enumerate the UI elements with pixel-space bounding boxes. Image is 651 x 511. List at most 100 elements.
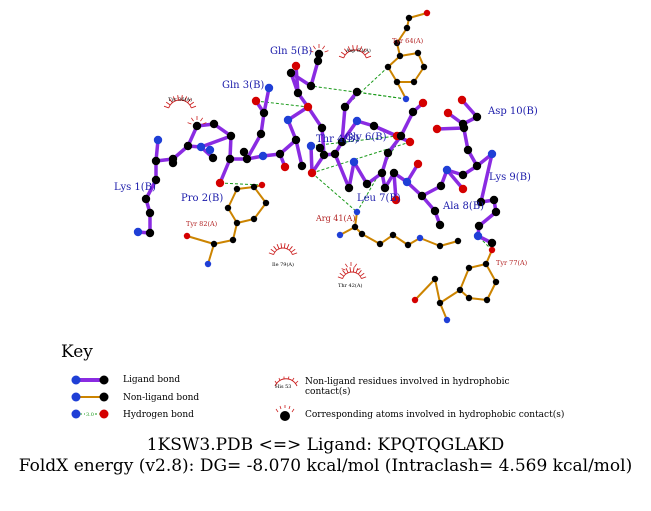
nonligand-atom-r7 [416, 234, 424, 242]
residue-label-thr42: Thr 42(A) [338, 282, 362, 289]
nonligand-bond-39 [486, 281, 497, 301]
hydrogen-bond-3 [255, 100, 309, 108]
ligand-atom-a18 [242, 154, 252, 164]
nonligand-atom-u10 [465, 294, 473, 302]
ligand-atom-a71 [459, 123, 469, 133]
ligand-atom-a63 [472, 161, 482, 171]
ligand-bond-36 [306, 106, 324, 129]
residue-label-lys9: Lys 9(B) [489, 172, 531, 183]
nonligand-atom-t5 [233, 219, 241, 227]
hydrophobic-fan-gln5 [309, 44, 329, 53]
key-hbond-length: 3.0 [86, 412, 94, 418]
ligand-atom-a50 [362, 179, 372, 189]
key-hydrogen-bond-symbol: 3.0 [71, 409, 109, 419]
nonligand-atom-u2 [411, 296, 419, 304]
nonligand-bond-33 [434, 278, 441, 304]
ligand-atom-a5 [151, 175, 161, 185]
ligand-atom-a12 [192, 121, 202, 131]
ligand-atom-a8 [153, 135, 163, 145]
nonligand-bond-11 [396, 81, 407, 100]
ligand-bond-37 [320, 127, 326, 156]
hydrophobic-fan-pro2 [187, 116, 207, 125]
ligand-atom-a43 [369, 121, 379, 131]
ligand-atom-a55 [389, 168, 399, 178]
nonligand-bond-13 [207, 243, 215, 265]
ligand-atom-a26 [291, 135, 301, 145]
nonligand-atom-t10 [224, 204, 232, 212]
nonligand-bond-14 [213, 239, 234, 245]
caption-line-1: 1KSW3.PDB <=> Ligand: KPQTQGLAKD [146, 435, 505, 455]
ligand-bond-14 [200, 134, 232, 149]
nonligand-atom-y7 [393, 78, 401, 86]
nonligand-atom-t6 [250, 215, 258, 223]
nonligand-atom-u6 [465, 264, 473, 272]
residue-label-leu7: Leu 7(B) [357, 193, 401, 204]
ligand-atom-a57 [413, 159, 423, 169]
ligand-atom-a23 [258, 151, 268, 161]
ligand-atom-a22 [264, 83, 274, 93]
nonligand-atom-y2 [423, 9, 431, 17]
nonligand-atom-t8 [250, 183, 258, 191]
ligand-bond-19 [245, 133, 263, 160]
residue-label-pro2: Pro 2(B) [181, 193, 223, 204]
nonligand-atom-y4 [393, 39, 401, 47]
nonligand-atom-y10 [414, 49, 422, 57]
ligand-atom-a49 [349, 157, 359, 167]
ligand-atom-a52 [383, 148, 393, 158]
ligand-atom-a37 [319, 150, 329, 160]
ligand-bond-80 [392, 172, 398, 201]
ligand-atom-a24 [275, 149, 285, 159]
ligand-atom-a6 [151, 156, 161, 166]
nonligand-atom-t3 [210, 240, 218, 248]
ligand-bond-78 [399, 111, 415, 137]
ligand-atom-a82 [435, 220, 445, 230]
ligand-atom-a60 [442, 165, 452, 175]
ligand-atom-a72 [476, 197, 486, 207]
nonligand-atom-u5 [456, 286, 464, 294]
nonligand-atom-u9 [483, 296, 491, 304]
ligand-atom-a9 [183, 141, 193, 151]
hydrophobic-arc-thr42 [337, 267, 367, 280]
nonligand-bond-36 [459, 267, 470, 291]
ligand-atom-a75 [474, 221, 484, 231]
ligand-atom-a56 [402, 177, 412, 187]
ligand-atom-a81 [430, 206, 440, 216]
ligand-bond-40 [340, 106, 347, 143]
ligand-atom-a20 [259, 108, 269, 118]
nonligand-atom-u8 [492, 278, 500, 286]
ligand-atom-a10 [168, 158, 178, 168]
nonligand-atom-r1 [351, 223, 359, 231]
nonligand-bond-17 [253, 202, 267, 220]
ligand-atom-a68 [432, 124, 442, 134]
ligand-atom-a67 [443, 108, 453, 118]
ligand-atom-a64 [487, 149, 497, 159]
ligand-atom-a59 [436, 181, 446, 191]
hydrophobic-fan-arg41 [341, 262, 361, 271]
residue-label-tyr82: Tyr 82(A) [186, 220, 218, 228]
key-hydrophobic-atoms-label: Corresponding atoms involved in hydropho… [305, 410, 565, 420]
ligand-bond-69 [436, 126, 465, 131]
ligand-atom-a46 [307, 168, 317, 178]
nonligand-bond-25 [361, 233, 381, 245]
ligand-atom-a35 [314, 49, 324, 59]
ligand-atom-a84 [205, 145, 215, 155]
ligand-bond-47 [309, 145, 314, 174]
nonligand-atom-u7 [482, 260, 490, 268]
nonligand-bond-20 [227, 188, 238, 209]
ligand-atom-a76 [473, 231, 483, 241]
ligand-atom-a85 [239, 147, 249, 157]
residue-label-asp63: Asp 63(A) [345, 47, 371, 54]
hydrophobic-arc-ile79 [268, 243, 298, 256]
ligand-bond-72 [479, 153, 494, 203]
ligand-atom-a74 [491, 207, 501, 217]
ligand-atom-a58 [417, 191, 427, 201]
ligplot-diagram: Lys 1(B) Pro 2(B) Gln 3(B) Thr 4(B) Gln … [114, 9, 538, 324]
nonligand-atom-y9 [420, 63, 428, 71]
nonligand-atom-t9 [233, 185, 241, 193]
nonligand-bond-12 [186, 235, 215, 245]
ligand-bond-49 [347, 161, 356, 189]
ligand-atom-a69 [457, 95, 467, 105]
ligand-bond-34 [309, 60, 320, 87]
atoms [133, 9, 501, 324]
nonligand-atom-t11 [258, 181, 266, 189]
